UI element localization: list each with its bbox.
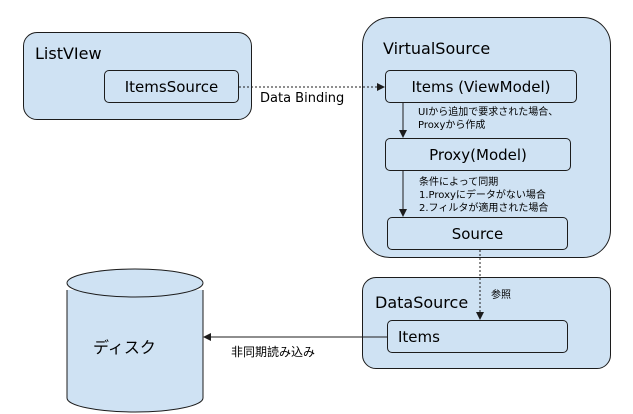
reference-label: 参照 [491,290,511,301]
proxy-to-source-line2: 1.Proxyにデータがない場合 [419,190,546,201]
proxy-to-source-line1: 条件によって同期 [419,177,499,188]
data-source-items-box: Items [387,320,568,353]
items-to-proxy-line2: Proxyから作成 [418,120,486,131]
listview-title: ListVIew [35,44,102,63]
proxy-model-box: Proxy(Model) [385,138,571,171]
items-viewmodel-box: Items (ViewModel) [385,70,577,103]
proxy-to-source-line3: 2.フィルタが適用された場合 [419,203,549,214]
items-to-proxy-line1: UIから追加で要求された場合、 [418,107,559,118]
items-source-box: ItemsSource [104,70,239,103]
virtual-source-title: VirtualSource [383,39,491,58]
source-box: Source [387,217,568,250]
proxy-to-source-label: 条件によって同期 1.Proxyにデータがない場合 2.フィルタが適用された場合 [419,176,548,215]
data-binding-label: Data Binding [260,91,345,106]
data-source-title: DataSource [375,293,469,312]
items-to-proxy-label: UIから追加で要求された場合、 Proxyから作成 [418,106,558,132]
async-read-label: 非同期読み込み [231,345,316,359]
disk-label: ディスク [93,338,156,357]
